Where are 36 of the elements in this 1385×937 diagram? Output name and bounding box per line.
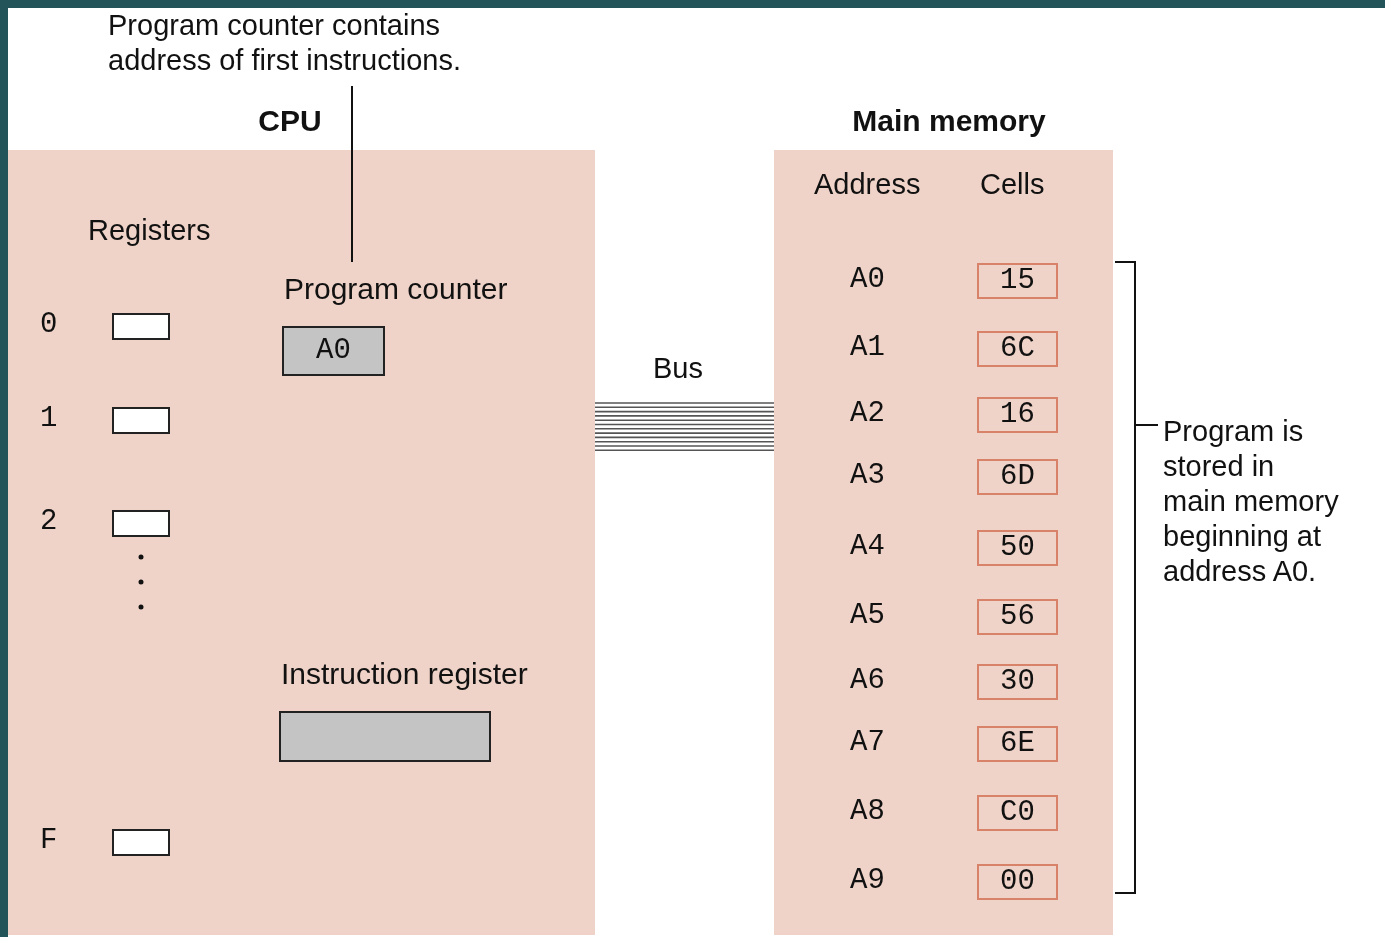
memory-cell: 6E [977, 726, 1058, 762]
memory-cell: 6D [977, 459, 1058, 495]
memory-cell: 50 [977, 530, 1058, 566]
register-number: 0 [40, 308, 58, 341]
column-header: Address [814, 167, 922, 202]
memory-cell: 56 [977, 599, 1058, 635]
address-label: A0 [850, 263, 885, 296]
address-label: A9 [850, 864, 885, 897]
address-label: A3 [850, 459, 885, 492]
address-label: A5 [850, 599, 885, 632]
address-label: A8 [850, 795, 885, 828]
memory-cell: 16 [977, 397, 1058, 433]
register-title: Instruction register [281, 657, 528, 691]
bus-lines [594, 402, 775, 452]
memory-cell: C0 [977, 795, 1058, 831]
address-label: A7 [850, 726, 885, 759]
panel-title: CPU [257, 104, 323, 138]
memory-cell: 15 [977, 263, 1058, 299]
register-box: A0 [282, 326, 385, 376]
memory-cell: 00 [977, 864, 1058, 900]
annotation-text: Program counter contains address of first instructions. [108, 8, 520, 84]
note-text: Program is stored in main memory beginning at address A0. [1163, 414, 1339, 589]
register-number: F [40, 824, 58, 857]
leader-line [351, 85, 353, 263]
register-number: 1 [40, 402, 58, 435]
section-label: Registers [88, 213, 212, 248]
memory-cell: 6C [977, 331, 1058, 367]
register-number: 2 [40, 505, 58, 538]
memory-cell: 30 [977, 664, 1058, 700]
register-title: Program counter [284, 272, 508, 306]
address-label: A4 [850, 530, 885, 563]
panel-title: Main memory [851, 104, 1047, 138]
address-label: A6 [850, 664, 885, 697]
address-label: A1 [850, 331, 885, 364]
column-header: Cells [980, 167, 1046, 202]
address-label: A2 [850, 397, 885, 430]
